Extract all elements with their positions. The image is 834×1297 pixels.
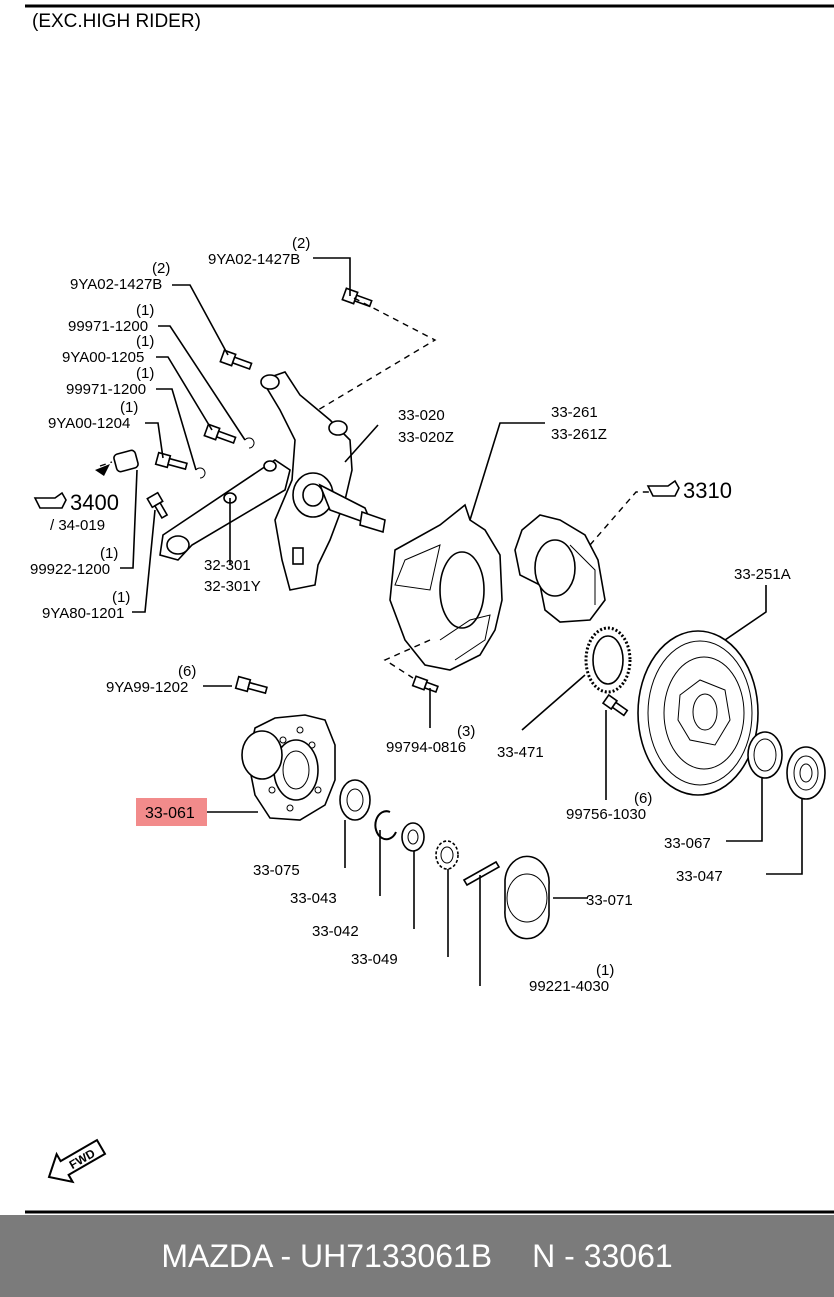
callout-c4: (1) 9YA00-1205 [62, 333, 154, 366]
callout-qty: (2) [292, 235, 310, 252]
callout-c5: (1) 99971-1200 [66, 365, 154, 398]
callout-code: 9YA99-1202 [106, 679, 188, 696]
highlighted-part-33061[interactable]: 33-061 [136, 798, 207, 826]
callout-qty: (1) [136, 365, 154, 382]
ref-33075-label: 33-075 [253, 862, 300, 879]
callout-code: 99971-1200 [68, 318, 148, 335]
callout-qty: (6) [634, 790, 652, 807]
snap-ring [374, 810, 397, 841]
ref-33047-label: 33-047 [676, 868, 723, 885]
dashed-guide-shield [383, 639, 431, 679]
callout-qty: (6) [178, 663, 196, 680]
callout-c9: (6) 9YA99-1202 [106, 663, 196, 696]
callout-qty: (1) [136, 333, 154, 350]
nut-34019 [113, 449, 139, 473]
callout-qty: (3) [457, 723, 475, 740]
callout-code: 9YA02-1427B [208, 251, 300, 268]
callout-code: 9YA80-1201 [42, 605, 124, 622]
ref-33043-label: 33-043 [290, 890, 337, 907]
ref-32301y-label: 32-301Y [204, 578, 261, 595]
fwd-arrow-icon: FWD [47, 1138, 107, 1184]
washer [401, 822, 425, 852]
ref-3400-label: 3400 [70, 490, 119, 515]
ref-33049-label: 33-049 [351, 951, 398, 968]
ref-32301-label: 32-301 [204, 557, 251, 574]
callout-qty: (1) [596, 962, 614, 979]
steering-knuckle [260, 371, 386, 591]
callout-code: 9YA02-1427B [70, 276, 162, 293]
ref-33067-label: 33-067 [664, 835, 711, 852]
dashed-guide-3310 [589, 491, 650, 546]
ref-33251a-label: 33-251A [734, 566, 791, 583]
ref-33042-label: 33-042 [312, 923, 359, 940]
callout-c8: (1) 9YA80-1201 [42, 589, 130, 622]
ref-33020z-label: 33-020Z [398, 429, 454, 446]
outer-bearing-race [747, 731, 783, 779]
callout-code: 99794-0816 [386, 739, 466, 756]
callout-qty: (1) [100, 545, 118, 562]
callout-code: 99756-1030 [566, 806, 646, 823]
knuckle-bolts [113, 287, 373, 520]
shield-bolt [411, 675, 439, 694]
callout-c2: (2) 9YA02-1427B [70, 260, 170, 293]
ref-33261z-label: 33-261Z [551, 426, 607, 443]
ref-3400: 3400 / 34-019 [50, 490, 119, 534]
footer-bar: MAZDA - UH7133061B N - 33061 [0, 1215, 834, 1297]
dashed-guide-3400 [99, 461, 113, 467]
callout-code: 99971-1200 [66, 381, 146, 398]
ref-3310-label: 3310 [683, 478, 732, 503]
parts-diagram: (EXC.HIGH RIDER) [25, 4, 834, 1214]
steering-arm [159, 459, 291, 561]
ref-33071-label: 33-071 [586, 892, 633, 909]
callout-c11: (6) 99756-1030 [566, 790, 652, 823]
callout-qty: (1) [120, 399, 138, 416]
highlight-box [136, 798, 207, 826]
callout-qty: (2) [152, 260, 170, 277]
wheel-hub-33061 [241, 714, 336, 821]
leader-lines [120, 257, 803, 986]
ref-33471-label: 33-471 [497, 744, 544, 761]
callout-c10: (3) 99794-0816 [386, 723, 475, 756]
callout-code: 9YA00-1204 [48, 415, 130, 432]
ref-34019-label: / 34-019 [50, 517, 105, 534]
callout-c6: (1) 9YA00-1204 [48, 399, 138, 432]
callout-c12: (1) 99221-4030 [529, 962, 614, 995]
hub-nut [435, 840, 459, 870]
hub-bolt [234, 675, 268, 695]
ref-33261-label: 33-261 [551, 404, 598, 421]
caliper [514, 514, 606, 623]
callout-c3: (1) 99971-1200 [68, 302, 154, 335]
footer-brand: MAZDA - UH7133061B [161, 1237, 493, 1274]
dust-shield [389, 503, 503, 671]
cotter-pin [462, 860, 501, 887]
callout-code: 9YA00-1205 [62, 349, 144, 366]
hand-pointer-3400-icon [33, 491, 67, 509]
grease-cap [504, 855, 550, 940]
outer-bearing [786, 746, 826, 800]
ref-33061-label: 33-061 [145, 805, 195, 822]
footer-code: N - 33061 [532, 1237, 673, 1274]
callout-code: 99221-4030 [529, 978, 609, 995]
callout-qty: (1) [136, 302, 154, 319]
hand-pointer-3310-icon [646, 479, 680, 497]
disc-screw [601, 693, 629, 717]
dashed-guide-top [317, 297, 437, 411]
callout-c7: (1) 99922-1200 [30, 545, 118, 578]
ref-33020-label: 33-020 [398, 407, 445, 424]
abs-sensor-ring [584, 626, 632, 694]
page-title: (EXC.HIGH RIDER) [32, 11, 201, 32]
arrow-3400-icon [95, 464, 110, 476]
callout-qty: (1) [112, 589, 130, 606]
callout-code: 99922-1200 [30, 561, 110, 578]
brake-disc [637, 630, 759, 796]
inner-bearing [339, 779, 371, 821]
callout-c1: (2) 9YA02-1427B [208, 235, 310, 268]
